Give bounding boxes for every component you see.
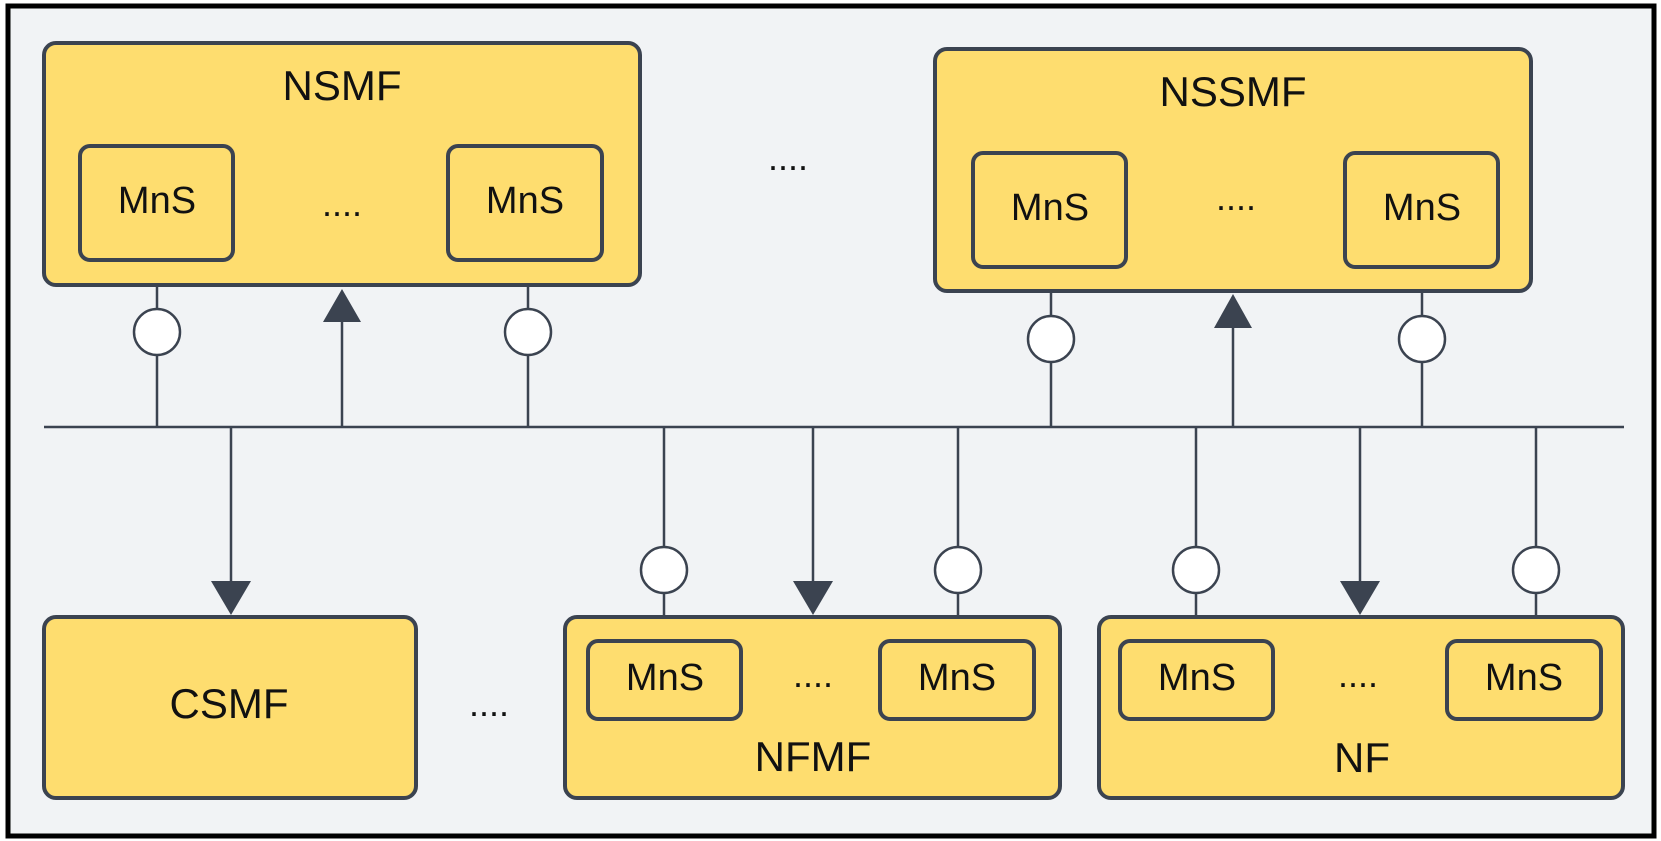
nf-ellipsis: ....: [1338, 654, 1378, 695]
nf-mns-right-label: MnS: [1485, 657, 1563, 699]
nfmf-mns-left: [586, 639, 743, 721]
nfmf-ellipsis: ....: [793, 654, 833, 695]
nssmf-up-arrowhead: [1214, 294, 1252, 328]
nsmf-mns-left-interface: [132, 307, 182, 357]
nssmf-ellipsis: ....: [1216, 177, 1256, 218]
nf-mns-right-interface: [1511, 545, 1561, 595]
nf-mns-left: [1118, 639, 1275, 721]
nssmf-box: NSSMF MnS .... MnS: [933, 47, 1533, 293]
nfmf-mns-left-label: MnS: [626, 657, 704, 699]
interface-circles: [132, 307, 1561, 595]
nfmf-title: NFMF: [755, 733, 872, 780]
nf-title: NF: [1334, 734, 1390, 781]
nf-mns-left-interface: [1171, 545, 1221, 595]
top-ellipsis: ....: [768, 137, 808, 178]
nfmf-down-arrowhead: [793, 581, 833, 615]
nssmf-mns-right: [1343, 151, 1500, 269]
csmf-container: [42, 615, 418, 800]
bottom-ellipsis: ....: [469, 683, 509, 724]
nf-down-arrowhead: [1340, 581, 1380, 615]
nssmf-mns-left-interface: [1026, 314, 1076, 364]
nssmf-mns-right-label: MnS: [1383, 187, 1461, 229]
csmf-box: CSMF: [42, 615, 418, 800]
nf-mns-right: [1445, 639, 1603, 721]
nfmf-box: MnS .... MnS NFMF: [563, 615, 1062, 800]
nssmf-title: NSSMF: [1160, 68, 1307, 115]
nfmf-mns-right-label: MnS: [918, 657, 996, 699]
nsmf-ellipsis: ....: [322, 183, 362, 224]
nsmf-box: NSMF MnS .... MnS: [42, 41, 642, 287]
nsmf-mns-right-interface: [503, 307, 553, 357]
nssmf-mns-right-interface: [1397, 314, 1447, 364]
connections: [44, 260, 1624, 641]
nfmf-mns-left-interface: [639, 545, 689, 595]
nsmf-mns-left: [78, 144, 235, 262]
arrowheads: [211, 289, 1380, 615]
nfmf-mns-right-interface: [933, 545, 983, 595]
nsmf-up-arrowhead: [323, 289, 361, 322]
csmf-title: CSMF: [170, 680, 289, 727]
nsmf-mns-left-label: MnS: [118, 180, 196, 222]
nssmf-mns-left-label: MnS: [1011, 187, 1089, 229]
nfmf-mns-right: [878, 639, 1036, 721]
nsmf-title: NSMF: [283, 62, 402, 109]
csmf-down-arrowhead: [211, 581, 251, 615]
nsmf-mns-right: [446, 144, 604, 262]
nf-mns-left-label: MnS: [1158, 657, 1236, 699]
nssmf-mns-left: [971, 151, 1128, 269]
nsmf-mns-right-label: MnS: [486, 180, 564, 222]
nf-box: MnS .... MnS NF: [1097, 615, 1625, 800]
